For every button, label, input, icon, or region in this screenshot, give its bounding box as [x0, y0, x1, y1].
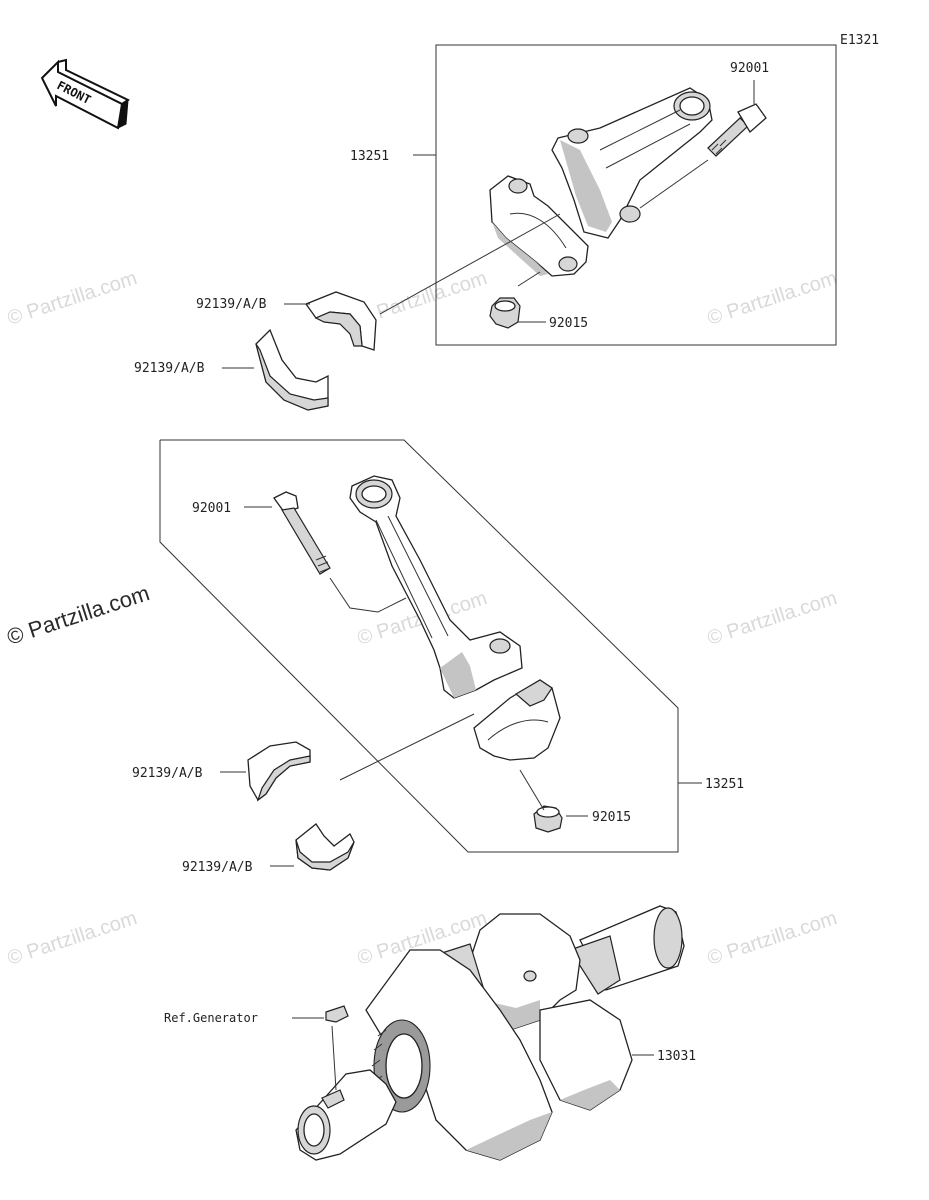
callout-ref-generator: Ref.Generator: [164, 1011, 258, 1025]
woodruff-key: [325, 1005, 349, 1023]
callout-upper-rod-bolt: 92001: [730, 61, 769, 76]
upper-bearing-shell-1: [304, 291, 377, 351]
upper-connecting-rod: [551, 87, 713, 239]
watermark: © Partzilla.com: [5, 907, 140, 970]
lower-bearing-shell-2: [295, 823, 355, 871]
diagram-code: E1321: [840, 33, 879, 48]
upper-assembly-box: [435, 44, 837, 346]
callout-lower-rod-assembly: 13251: [705, 777, 744, 792]
upper-rod-nut: [489, 297, 521, 329]
watermark: © Partzilla.com: [705, 587, 840, 650]
upper-bearing-shell-2: [255, 328, 329, 411]
lower-connecting-rod: [349, 475, 523, 699]
front-arrow-icon: FRONT: [40, 58, 131, 130]
callout-lower-bearing-1: 92139/A/B: [132, 766, 203, 781]
callout-lower-rod-bolt: 92001: [192, 501, 231, 516]
lower-rod-bolt: [273, 491, 331, 575]
callout-upper-bearing-1: 92139/A/B: [196, 297, 267, 312]
callout-lower-bearing-2: 92139/A/B: [182, 860, 253, 875]
upper-leader-lines: [222, 80, 755, 369]
lower-rod-nut: [533, 805, 563, 833]
lower-bearing-shell-1: [247, 741, 311, 802]
callout-upper-rod-assembly: 13251: [350, 149, 389, 164]
watermark: © Partzilla.com: [705, 267, 840, 330]
callout-upper-bearing-2: 92139/A/B: [134, 361, 205, 376]
crankshaft: [295, 905, 685, 1161]
crankshaft-leader-lines: [292, 1017, 654, 1091]
lower-rod-cap: [473, 679, 561, 761]
callout-upper-rod-nut: 92015: [549, 316, 588, 331]
upper-rod-bolt: [707, 103, 767, 157]
callout-crankshaft: 13031: [657, 1049, 696, 1064]
watermark: © Partzilla.com: [705, 907, 840, 970]
watermark-prominent: © Partzilla.com: [4, 580, 153, 650]
lower-assembly-outline: [159, 439, 679, 853]
callout-lower-rod-nut: 92015: [592, 810, 631, 825]
watermark: © Partzilla.com: [5, 267, 140, 330]
lower-leader-lines: [220, 506, 702, 867]
